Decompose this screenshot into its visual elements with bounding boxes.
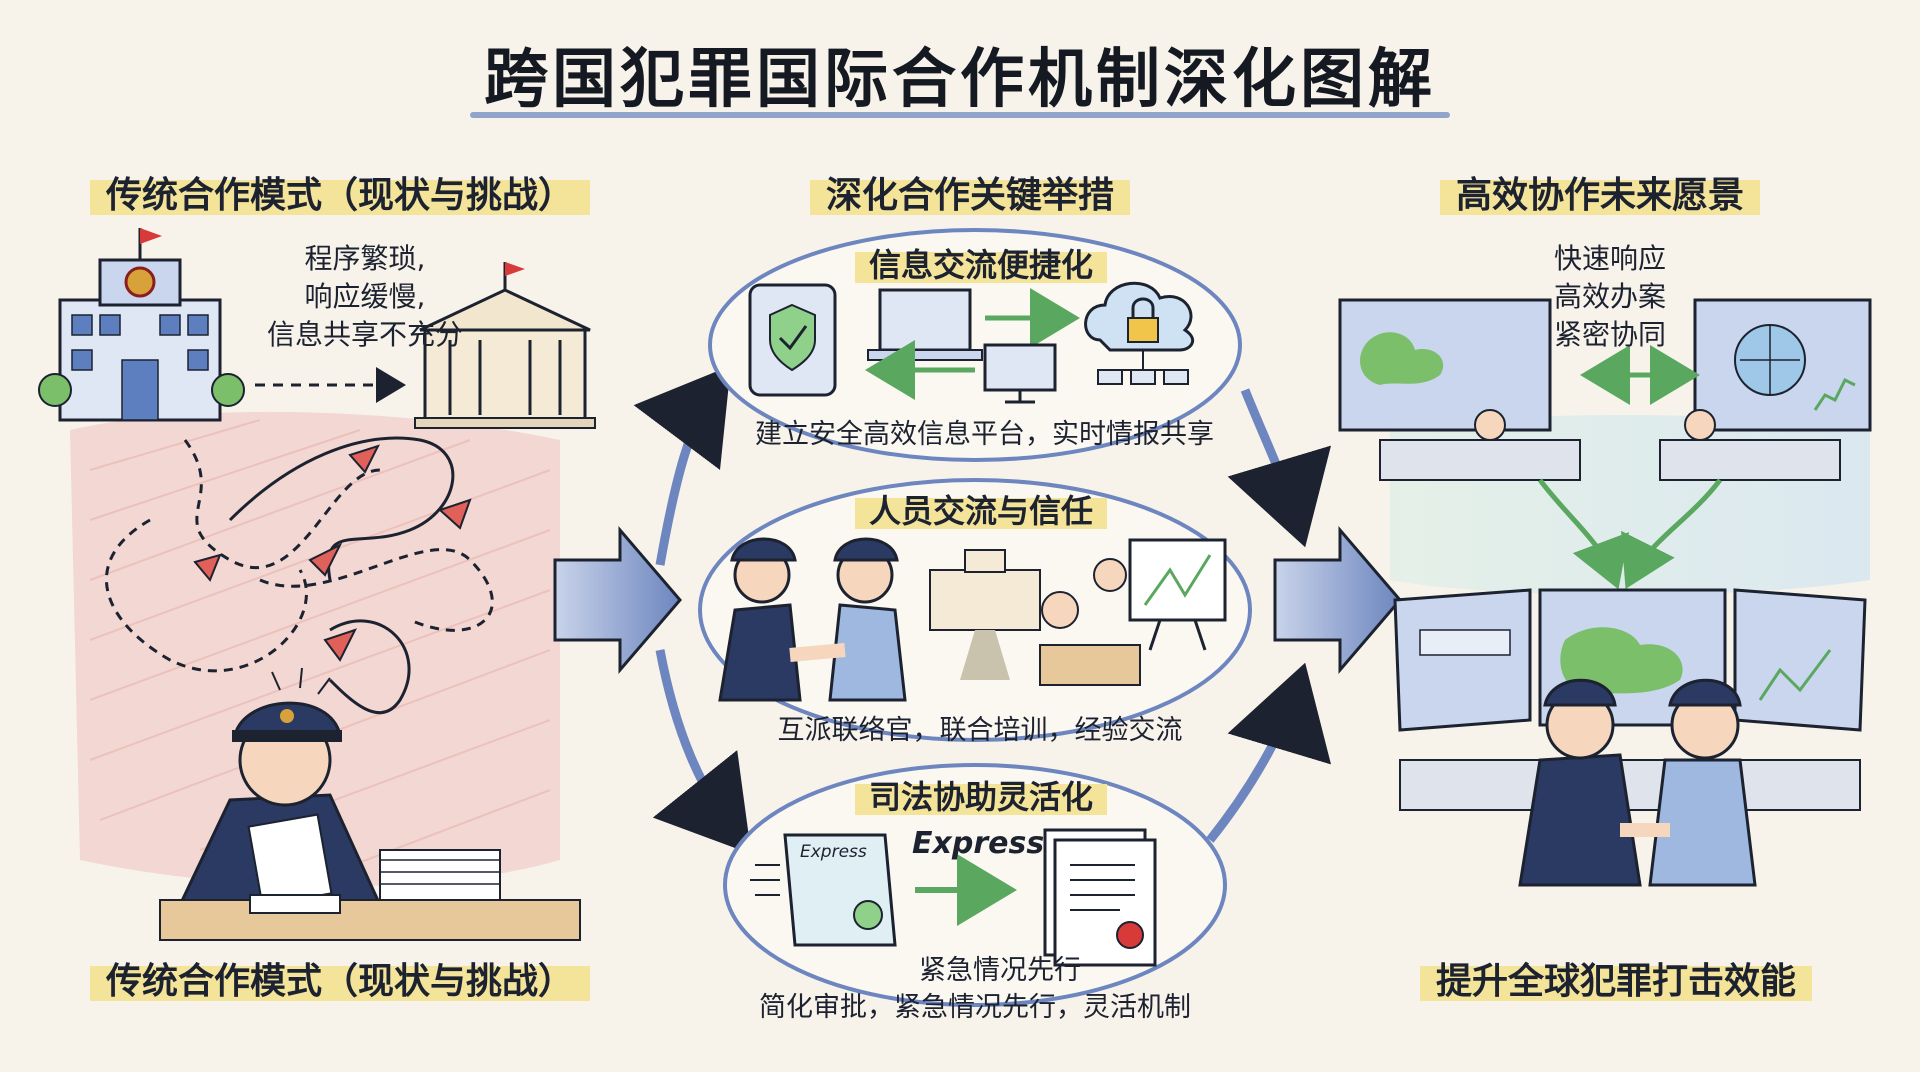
card-1-caption: 建立安全高效信息平台，实时情报共享 <box>755 419 1214 450</box>
problem-line: 响应缓慢, <box>304 280 426 313</box>
card-3-line-2: 简化审批，紧急情况先行，灵活机制 <box>759 992 1191 1023</box>
police-station-icon <box>38 228 245 422</box>
flow-arrow-left <box>553 525 682 675</box>
express-document-label: Express <box>800 842 867 862</box>
officer-icon <box>1518 678 1757 887</box>
middle-heading: 深化合作关键举措 <box>810 162 1131 222</box>
benefit-notes: 快速响应 高效办案 紧密协同 <box>1520 240 1700 354</box>
cloud-lock-icon <box>1084 281 1195 385</box>
paper-stack-icon <box>159 849 581 941</box>
right-heading: 高效协作未来愿景 <box>1440 162 1761 222</box>
scroll-document-icon <box>750 833 897 947</box>
problem-line: 程序繁琐, <box>304 242 426 275</box>
school-building-icon <box>929 549 1041 680</box>
left-footer: 传统合作模式（现状与挑战） <box>90 948 591 1008</box>
card-1-title: 信息交流便捷化 <box>855 238 1108 288</box>
stamped-document-icon <box>1043 828 1157 967</box>
handshake-icon <box>718 537 907 702</box>
operator-desk-icons <box>1379 409 1841 481</box>
problem-notes: 程序繁琐, 响应缓慢, 信息共享不充分 <box>225 240 505 354</box>
whiteboard-icon <box>1039 538 1227 686</box>
red-wash-area <box>70 411 560 887</box>
laptop-icon <box>867 288 983 361</box>
monitor-icon <box>983 343 1057 404</box>
stressed-officer-icon <box>177 667 383 907</box>
paper-plane-icons <box>193 444 472 662</box>
flow-arrow-right <box>1273 525 1402 675</box>
left-heading: 传统合作模式（现状与挑战） <box>90 162 591 222</box>
tangled-process-lines <box>105 436 494 715</box>
card-2-title: 人员交流与信任 <box>855 484 1108 534</box>
card-3-line-1: 紧急情况先行 <box>919 955 1081 986</box>
card-2-caption: 互派联络官，联合培训，经验交流 <box>777 715 1183 746</box>
benefit-line: 紧密协同 <box>1553 318 1666 351</box>
courthouse-icon <box>414 262 596 429</box>
page-title: 跨国犯罪国际合作机制深化图解 <box>484 43 1436 117</box>
card-1-outline <box>708 228 1242 462</box>
card-3-title: 司法协助灵活化 <box>855 770 1108 820</box>
benefit-line: 高效办案 <box>1553 280 1666 313</box>
benefit-line: 快速响应 <box>1553 242 1666 275</box>
right-footer: 提升全球犯罪打击效能 <box>1420 948 1813 1008</box>
command-center-icon <box>1393 588 1867 811</box>
title-underline <box>470 112 1450 118</box>
express-arrow-label: Express <box>912 826 1045 861</box>
problem-line: 信息共享不充分 <box>266 318 463 351</box>
tablet-shield-icon <box>748 283 837 397</box>
